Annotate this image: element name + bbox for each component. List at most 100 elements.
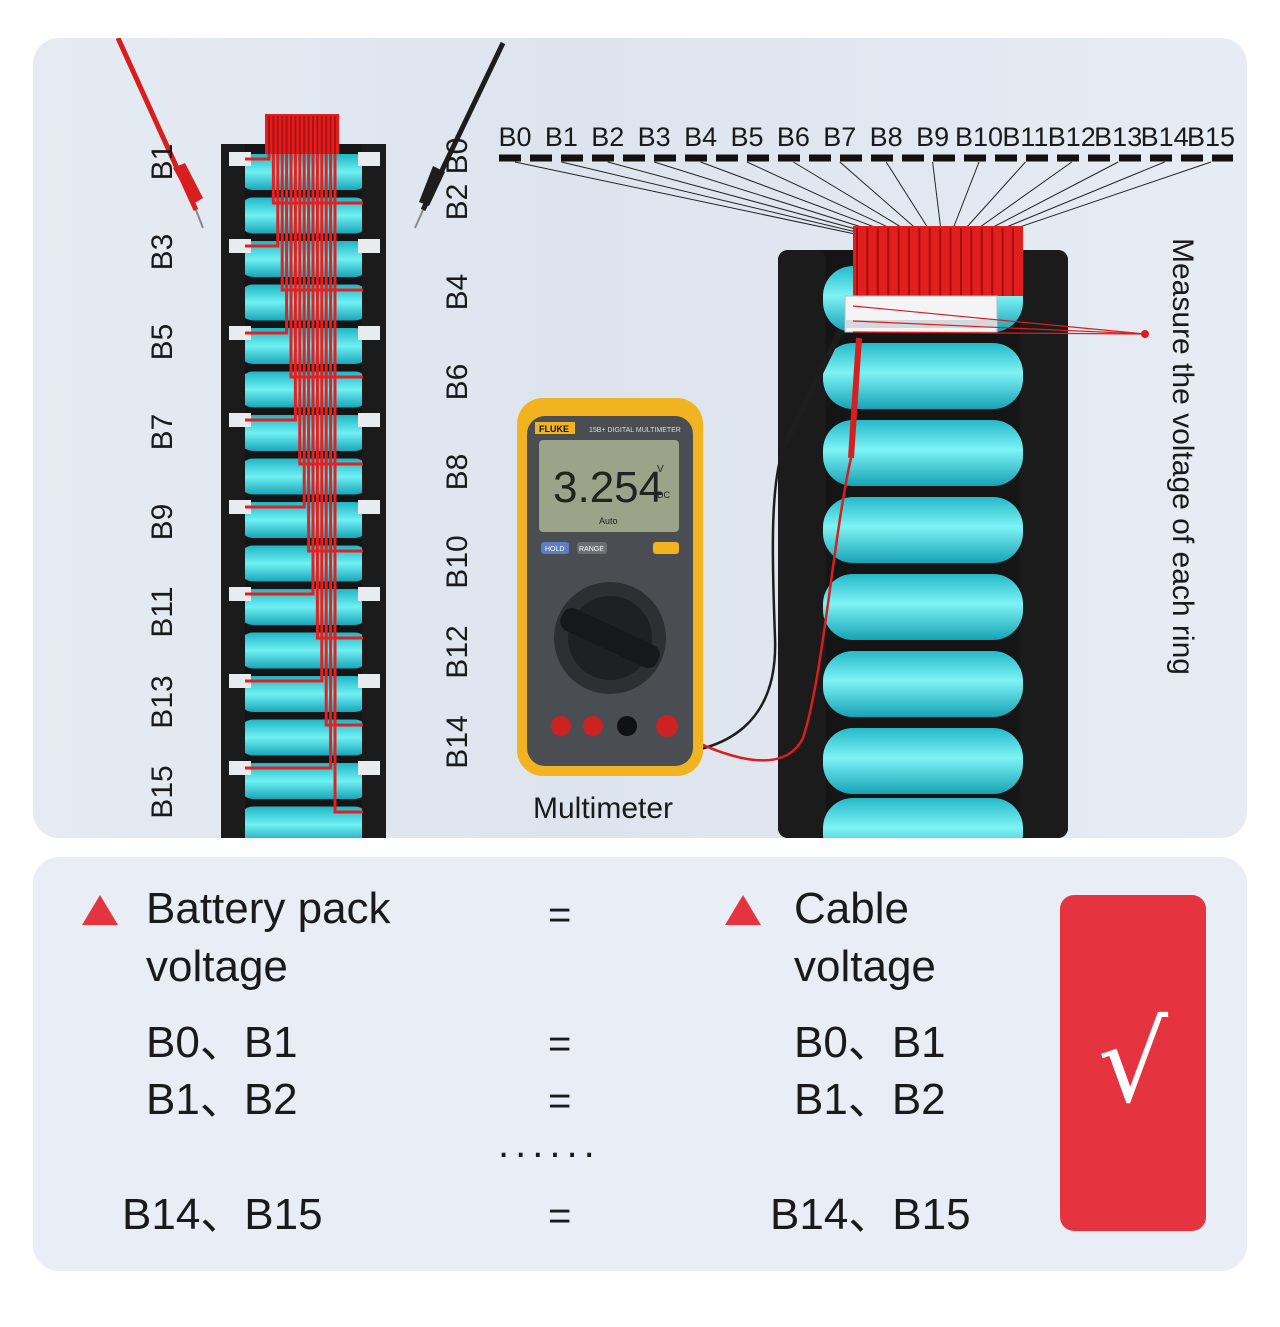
multimeter-label: Multimeter bbox=[533, 792, 673, 825]
pin-label: B8 bbox=[870, 122, 903, 152]
pin-label: B1 bbox=[545, 122, 578, 152]
battery-cell bbox=[823, 651, 1023, 717]
pin-line bbox=[979, 161, 1119, 235]
nickel-tab bbox=[229, 413, 251, 427]
equals-header: = bbox=[548, 893, 572, 937]
pack-label: B5 bbox=[146, 324, 179, 361]
nickel-tab bbox=[358, 413, 380, 427]
balance-wire bbox=[307, 138, 363, 553]
pack-label: B10 bbox=[441, 535, 474, 588]
right-triangle-icon bbox=[725, 895, 761, 925]
balance-wire bbox=[245, 138, 315, 596]
balance-wire bbox=[245, 138, 289, 335]
pack-label: B1 bbox=[146, 144, 179, 181]
pin-label: B5 bbox=[730, 122, 763, 152]
pack-label: B9 bbox=[146, 504, 179, 541]
nickel-tab bbox=[358, 674, 380, 688]
pack-label: B14 bbox=[441, 715, 474, 768]
balance-wire bbox=[298, 138, 363, 466]
pin-line bbox=[998, 161, 1212, 235]
pin-line bbox=[839, 161, 923, 235]
balance-wire bbox=[245, 138, 333, 770]
pin-label: B7 bbox=[823, 122, 856, 152]
pin-label: B9 bbox=[916, 122, 949, 152]
nickel-tab bbox=[229, 587, 251, 601]
nickel-tab bbox=[358, 239, 380, 253]
balance-wire bbox=[245, 138, 306, 509]
battery-cell bbox=[823, 497, 1023, 563]
pin-label: B0 bbox=[498, 122, 531, 152]
pin-label: B3 bbox=[638, 122, 671, 152]
pack-label: B0 bbox=[441, 138, 474, 175]
nickel-tab bbox=[229, 761, 251, 775]
pack-label: B7 bbox=[146, 414, 179, 451]
pack-label: B13 bbox=[146, 675, 179, 728]
pack-label: B4 bbox=[441, 274, 474, 311]
nickel-tab bbox=[358, 761, 380, 775]
pin-label: B6 bbox=[777, 122, 810, 152]
hold-button: HOLD bbox=[545, 546, 564, 553]
row-1-left: B0、B1 bbox=[146, 1018, 298, 1067]
row-3-right: B14、B15 bbox=[770, 1190, 971, 1239]
pin-line bbox=[950, 161, 980, 235]
battery-cell bbox=[239, 806, 369, 838]
row-2-left: B1、B2 bbox=[146, 1075, 298, 1124]
nickel-tab bbox=[229, 674, 251, 688]
left-battery-pack bbox=[221, 114, 386, 838]
pin-line bbox=[561, 161, 865, 235]
pin-label: B11 bbox=[1002, 122, 1048, 152]
multimeter-model: 15B+ DIGITAL MULTIMETER bbox=[589, 427, 681, 434]
left-title-line1: Battery pack bbox=[146, 884, 391, 933]
pin-line bbox=[960, 161, 1026, 235]
pin-label: B14 bbox=[1141, 122, 1189, 152]
row-2-right: B1、B2 bbox=[794, 1075, 946, 1124]
pack-label: B12 bbox=[441, 625, 474, 678]
balance-wire bbox=[271, 138, 363, 205]
row-1-eq: = bbox=[548, 1022, 572, 1066]
pin-line bbox=[607, 161, 875, 235]
check-badge: √ bbox=[1060, 895, 1206, 1231]
multimeter-unit: V bbox=[657, 464, 664, 475]
balance-wire bbox=[245, 138, 280, 248]
range-button: RANGE bbox=[579, 546, 604, 553]
nickel-tab bbox=[358, 500, 380, 514]
right-title-line2: voltage bbox=[794, 942, 936, 991]
nickel-tab bbox=[229, 239, 251, 253]
left-triangle-icon bbox=[82, 895, 118, 925]
pack-label: B3 bbox=[146, 234, 179, 271]
nickel-tab bbox=[229, 326, 251, 340]
pin-line bbox=[932, 161, 942, 235]
right-title: Cable voltage bbox=[794, 880, 936, 996]
row-2-eq: = bbox=[548, 1079, 572, 1123]
pin-label: B10 bbox=[955, 122, 1003, 152]
pin-line bbox=[514, 161, 856, 235]
row-3-eq: = bbox=[548, 1194, 572, 1238]
balance-wire bbox=[333, 138, 363, 814]
nickel-tab bbox=[358, 152, 380, 166]
pack-label: B15 bbox=[146, 765, 179, 818]
pin-line bbox=[793, 161, 913, 235]
balance-wire bbox=[245, 138, 297, 422]
pin-line bbox=[885, 161, 933, 235]
multimeter: FLUKE 15B+ DIGITAL MULTIMETER 3.254 V DC… bbox=[517, 398, 703, 776]
nickel-tab bbox=[229, 152, 251, 166]
nickel-tab bbox=[358, 326, 380, 340]
battery-cell bbox=[823, 343, 1023, 409]
multimeter-brand: FLUKE bbox=[539, 424, 569, 434]
balance-wire bbox=[289, 138, 363, 379]
nickel-tab bbox=[229, 500, 251, 514]
battery-cell bbox=[823, 728, 1023, 794]
right-probes bbox=[640, 328, 862, 762]
pin-label: B4 bbox=[684, 122, 717, 152]
measure-pointer bbox=[852, 305, 1149, 338]
battery-cell bbox=[823, 798, 1023, 838]
right-title-line1: Cable bbox=[794, 884, 909, 933]
multimeter-reading: 3.254 bbox=[553, 463, 663, 512]
battery-cell bbox=[823, 574, 1023, 640]
multimeter-auto: Auto bbox=[599, 516, 618, 526]
